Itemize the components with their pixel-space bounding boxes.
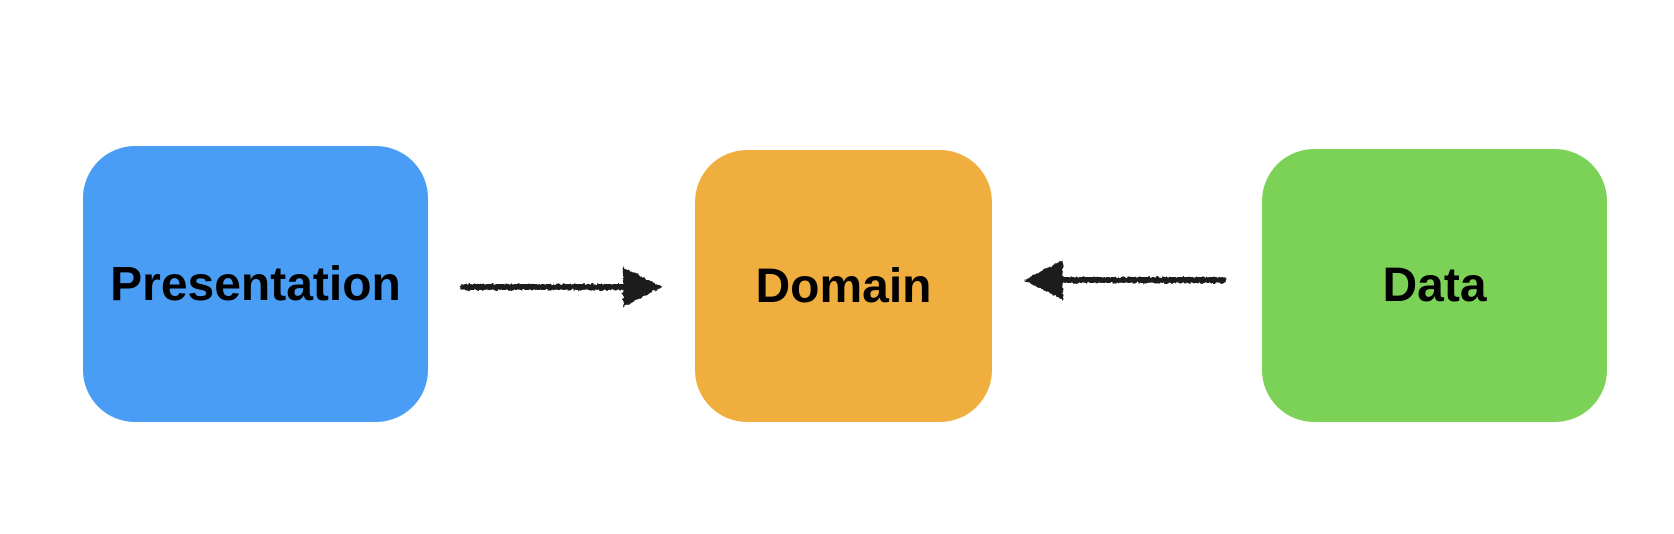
node-presentation: Presentation	[83, 146, 428, 422]
arrow-data-to-domain-icon	[1024, 260, 1226, 300]
node-data-label: Data	[1382, 259, 1487, 312]
node-domain: Domain	[695, 150, 992, 422]
arrow-presentation-to-domain-icon	[460, 267, 662, 307]
node-presentation-label: Presentation	[110, 257, 401, 311]
node-domain-label: Domain	[755, 259, 932, 313]
node-data: Data	[1262, 149, 1607, 422]
